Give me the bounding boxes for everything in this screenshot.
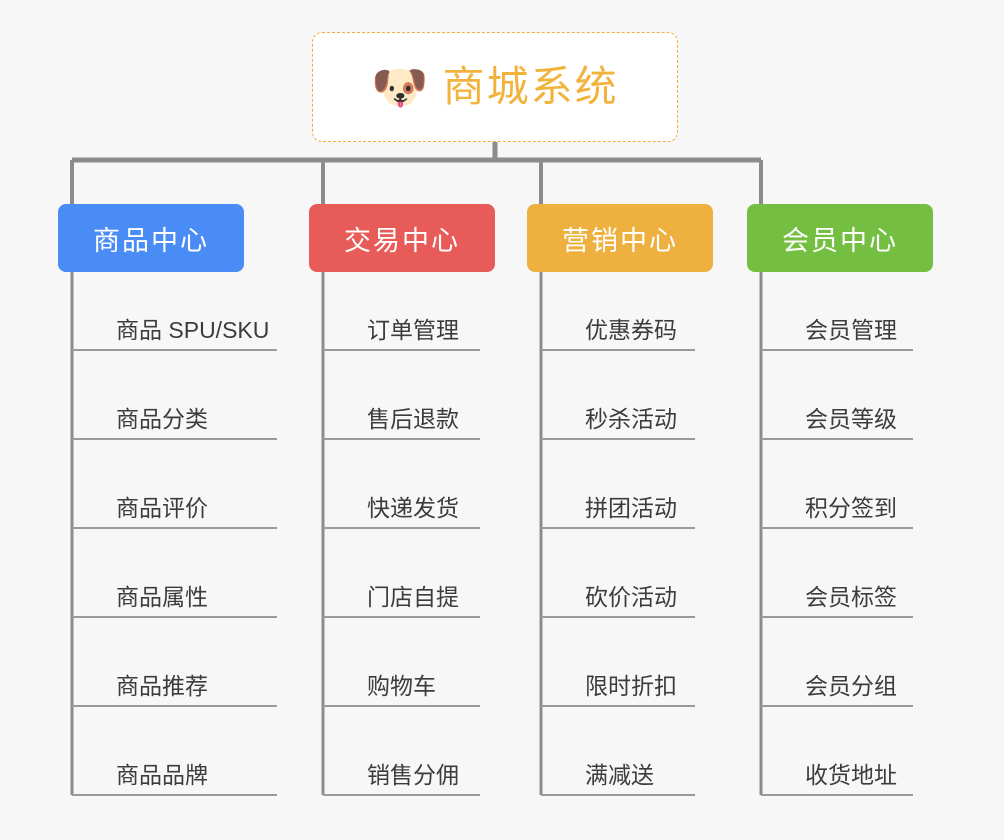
leaf-item[interactable]: 订单管理 [367, 317, 459, 343]
branch-column-marketing: 营销中心 [527, 204, 713, 272]
leaf-item[interactable]: 收货地址 [805, 762, 897, 788]
root-node[interactable]: 🐶 商城系统 [312, 32, 678, 142]
leaf-item[interactable]: 商品 SPU/SKU [116, 317, 270, 343]
branch-column-product: 商品中心 [58, 204, 244, 272]
branch-column-trade: 交易中心 [309, 204, 495, 272]
leaf-item[interactable]: 会员标签 [805, 584, 897, 610]
leaf-item[interactable]: 砍价活动 [585, 584, 677, 610]
leaf-item[interactable]: 商品属性 [116, 584, 208, 610]
branch-header-product[interactable]: 商品中心 [58, 204, 244, 272]
leaf-item[interactable]: 秒杀活动 [585, 406, 677, 432]
leaf-item[interactable]: 商品分类 [116, 406, 208, 432]
leaf-item[interactable]: 销售分佣 [367, 762, 459, 788]
leaf-item[interactable]: 购物车 [367, 673, 436, 699]
leaf-item[interactable]: 拼团活动 [585, 495, 677, 521]
leaf-item[interactable]: 会员等级 [805, 406, 897, 432]
shiba-dog-face-icon: 🐶 [371, 61, 429, 113]
branch-header-trade[interactable]: 交易中心 [309, 204, 495, 272]
leaf-item[interactable]: 会员管理 [805, 317, 897, 343]
leaf-item[interactable]: 商品推荐 [116, 673, 208, 699]
leaf-item[interactable]: 商品品牌 [116, 762, 208, 788]
root-title: 商城系统 [442, 63, 619, 110]
leaf-item[interactable]: 门店自提 [367, 584, 459, 610]
branch-header-member[interactable]: 会员中心 [747, 204, 933, 272]
leaf-item[interactable]: 限时折扣 [585, 673, 677, 699]
leaf-item[interactable]: 满减送 [585, 762, 654, 788]
leaf-item[interactable]: 优惠券码 [585, 317, 677, 343]
leaf-item[interactable]: 售后退款 [367, 406, 459, 432]
leaf-item[interactable]: 会员分组 [805, 673, 897, 699]
leaf-item[interactable]: 积分签到 [805, 495, 897, 521]
leaf-item[interactable]: 商品评价 [116, 495, 208, 521]
branch-column-member: 会员中心 [747, 204, 933, 272]
leaf-item[interactable]: 快递发货 [367, 495, 459, 521]
branch-header-marketing[interactable]: 营销中心 [527, 204, 713, 272]
